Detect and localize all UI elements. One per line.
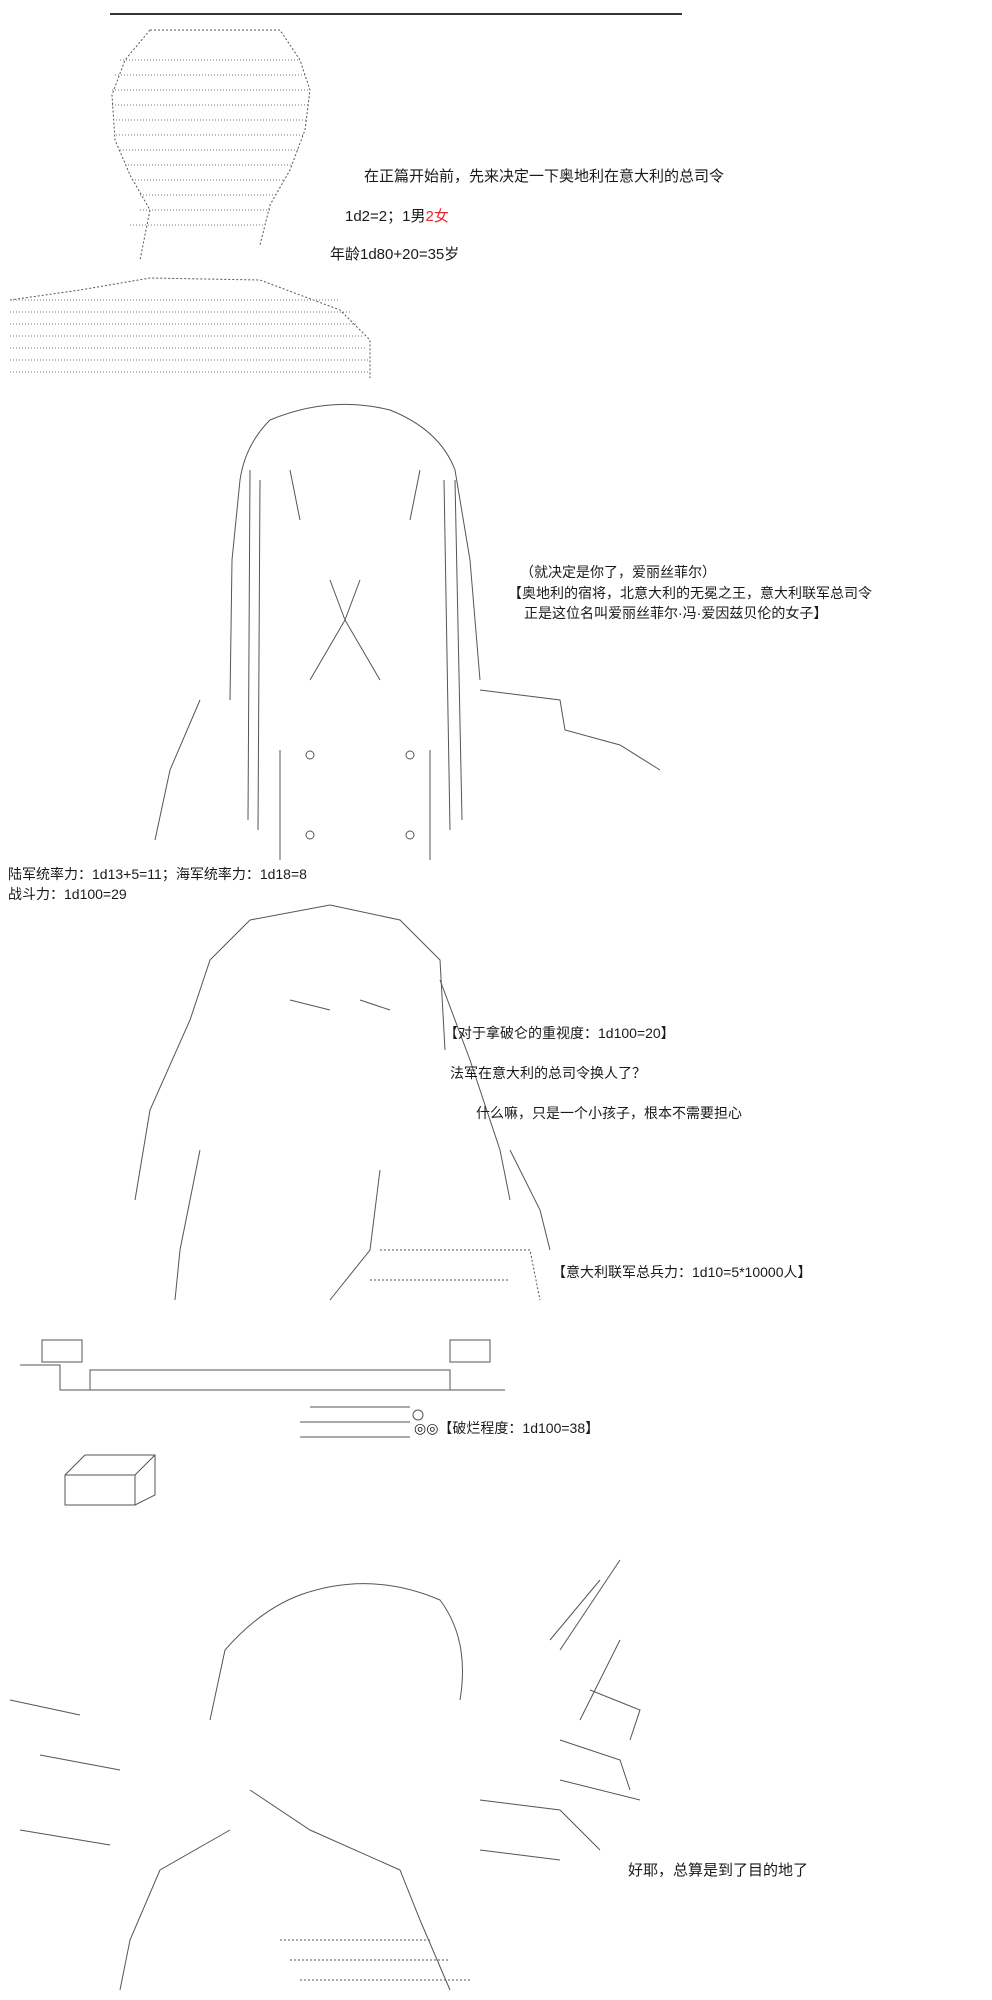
caption-total-troops: 【意大利联军总兵力：1d10=5*10000人】 (552, 1264, 812, 1280)
top-rule (110, 13, 682, 15)
caption-dilapidation: ◎◎【破烂程度：1d100=38】 (414, 1420, 600, 1436)
caption-intro: 在正篇开始前，先来决定一下奥地利在意大利的总司令 (364, 168, 725, 185)
gender-roll-prefix: 1d2=2；1男 (345, 208, 426, 225)
caption-title-2: 正是这位名叫爱丽丝菲尔·冯·爱因兹贝伦的女子】 (524, 605, 828, 621)
caption-chosen: （就决定是你了，爱丽丝菲尔） (520, 564, 716, 580)
caption-french-change: 法军在意大利的总司令换人了？ (450, 1065, 646, 1081)
caption-dismissive: 什么嘛，只是一个小孩子，根本不需要担心 (476, 1105, 742, 1121)
gender-roll-highlight: 2女 (425, 208, 449, 225)
caption-arrival: 好耶，总算是到了目的地了 (628, 1862, 809, 1879)
caption-age-roll: 年龄1d80+20=35岁 (330, 246, 460, 263)
caption-title-1: 【奥地利的宿将，北意大利的无冕之王，意大利联军总司令 (508, 585, 872, 601)
stat-combat: 战斗力：1d100=29 (8, 886, 127, 902)
caption-napoleon-regard: 【对于拿破仑的重视度：1d100=20】 (444, 1025, 675, 1041)
stat-command: 陆军统率力：1d13+5=11；海军统率力：1d18=8 (8, 866, 307, 882)
caption-gender-roll: 1d2=2；1男2女 (345, 208, 449, 226)
